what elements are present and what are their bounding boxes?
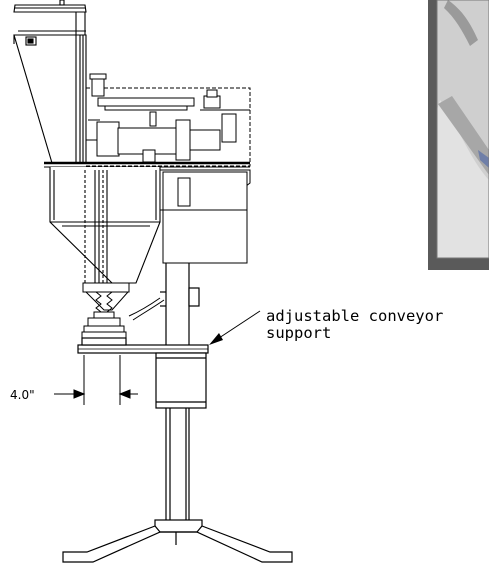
- feed-hopper: [13, 0, 87, 164]
- dimension-arrow-right: [118, 389, 131, 399]
- cone-bin: [49, 167, 161, 284]
- callout-arrow: [209, 333, 223, 345]
- dimension-label: 4.0": [10, 388, 35, 402]
- base-stand: [62, 408, 293, 563]
- conveyor-support: [77, 337, 209, 409]
- auger-discharge: [81, 282, 130, 339]
- dimension-indicator: 4.0": [10, 355, 138, 405]
- mounting-bracket: [159, 169, 251, 264]
- callout: adjustable conveyor support: [209, 307, 443, 345]
- drive-housing: [85, 73, 251, 167]
- support-column: [128, 263, 200, 345]
- callout-line-1: adjustable conveyor: [266, 307, 443, 325]
- dimension-arrow-left: [73, 389, 86, 399]
- callout-line-2: support: [266, 324, 331, 342]
- photo-inset: [428, 0, 489, 270]
